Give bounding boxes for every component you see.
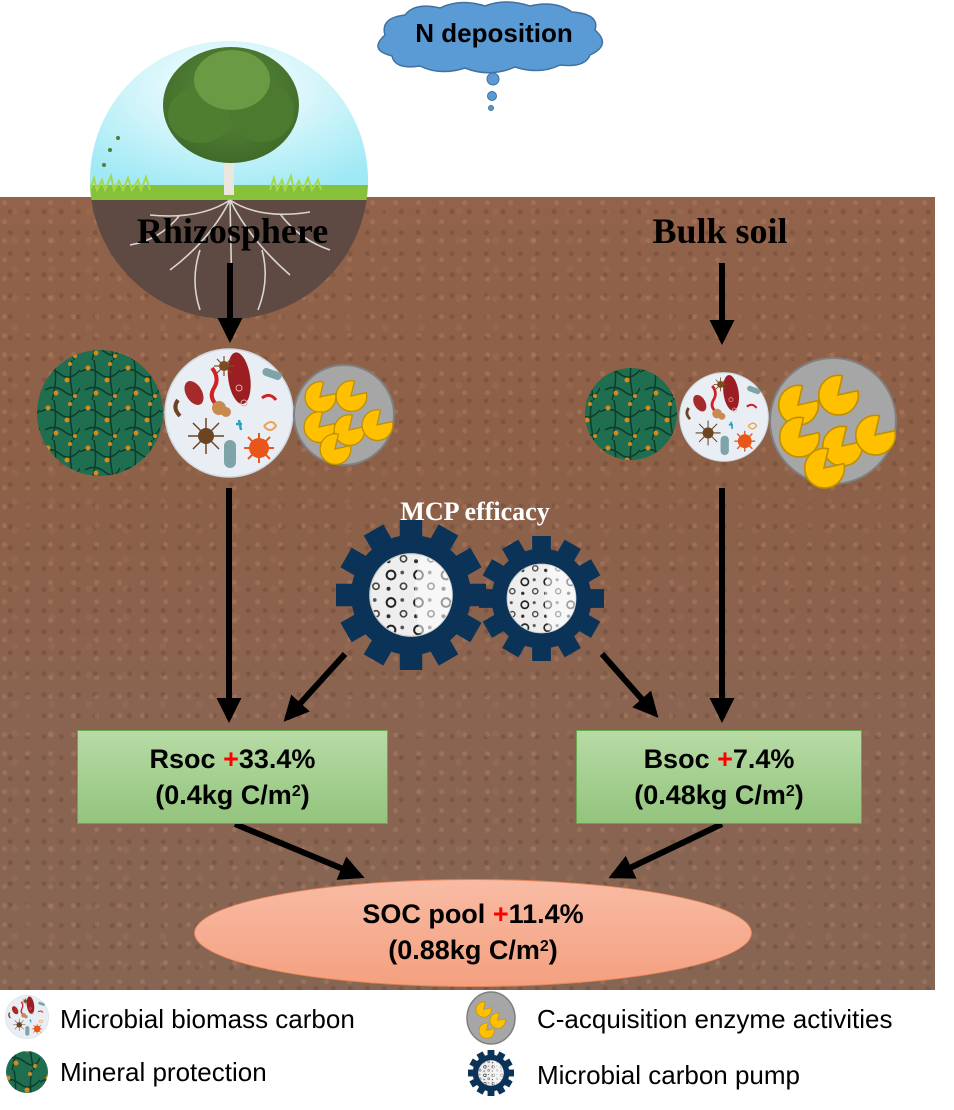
bulk-soil-label: Bulk soil	[652, 211, 788, 251]
legend-label-mineral-protection: Mineral protection	[60, 1057, 267, 1087]
mcp-efficacy-label: MCP efficacy	[400, 497, 550, 526]
rsoc-exponent: 2	[291, 783, 301, 800]
bsoc-exponent: 2	[785, 783, 795, 800]
soc-amount-close: )	[548, 935, 558, 965]
soc-exponent: 2	[539, 938, 549, 955]
rsoc-change: 33.4%	[238, 744, 316, 774]
legend-label-microbial-carbon-pump: Microbial carbon pump	[537, 1060, 801, 1090]
mcp-gear-small-icon	[479, 536, 604, 661]
rhizosphere-label: Rhizosphere	[136, 211, 329, 251]
bsoc-change: 7.4%	[732, 744, 795, 774]
legend-icons	[5, 991, 516, 1110]
rhizosphere-enzyme-circle	[293, 364, 395, 466]
soc-plus-sign: +	[492, 899, 509, 929]
rsoc-name: Rsoc	[149, 744, 216, 774]
soc-pool-ellipse: SOC pool +11.4% (0.88kg C/m2)	[194, 879, 752, 987]
enzyme-circle-icon	[466, 991, 516, 1045]
legend-label-microbial-biomass: Microbial biomass carbon	[60, 1004, 355, 1034]
bsoc-amount: (0.48kg C/m	[634, 780, 786, 810]
mineral-circle-icon	[6, 1051, 48, 1093]
arrow-mcp-to-rsoc	[283, 651, 348, 722]
arrow-rsoc-to-soc	[233, 821, 365, 880]
legend: Microbial biomass carbon Mineral protect…	[0, 990, 954, 1110]
bulk-mineral-protection-circle	[585, 368, 677, 460]
bsoc-plus-sign: +	[717, 744, 733, 774]
mcp-gear-large-icon	[336, 520, 486, 670]
soc-amount: (0.88kg C/m	[388, 935, 540, 965]
arrow-mcp-to-bsoc	[599, 652, 659, 718]
bulk-microbial-biomass-circle	[679, 372, 769, 462]
soc-name: SOC pool	[362, 899, 486, 929]
arrow-bsoc-to-soc	[608, 821, 724, 879]
bulk-enzyme-circle	[769, 357, 897, 489]
rsoc-amount-close: )	[300, 780, 310, 810]
bsoc-name: Bsoc	[643, 744, 710, 774]
legend-label-enzyme-activities: C-acquisition enzyme activities	[537, 1004, 893, 1034]
rsoc-box: Rsoc +33.4% (0.4kg C/m2)	[77, 730, 388, 824]
rsoc-amount: (0.4kg C/m	[155, 780, 292, 810]
rhizosphere-microbial-biomass-circle	[164, 348, 294, 478]
rsoc-plus-sign: +	[223, 744, 239, 774]
soc-change: 11.4%	[508, 899, 584, 929]
n-deposition-cloud	[377, 1, 604, 111]
rhizosphere-mineral-protection-circle	[37, 350, 163, 476]
bsoc-box: Bsoc +7.4% (0.48kg C/m2)	[576, 730, 862, 824]
bsoc-amount-close: )	[794, 780, 804, 810]
microbe-circle-icon	[5, 995, 49, 1039]
gear-icon	[468, 1050, 514, 1096]
n-deposition-label: N deposition	[415, 18, 573, 48]
flow-arrows	[216, 263, 735, 880]
